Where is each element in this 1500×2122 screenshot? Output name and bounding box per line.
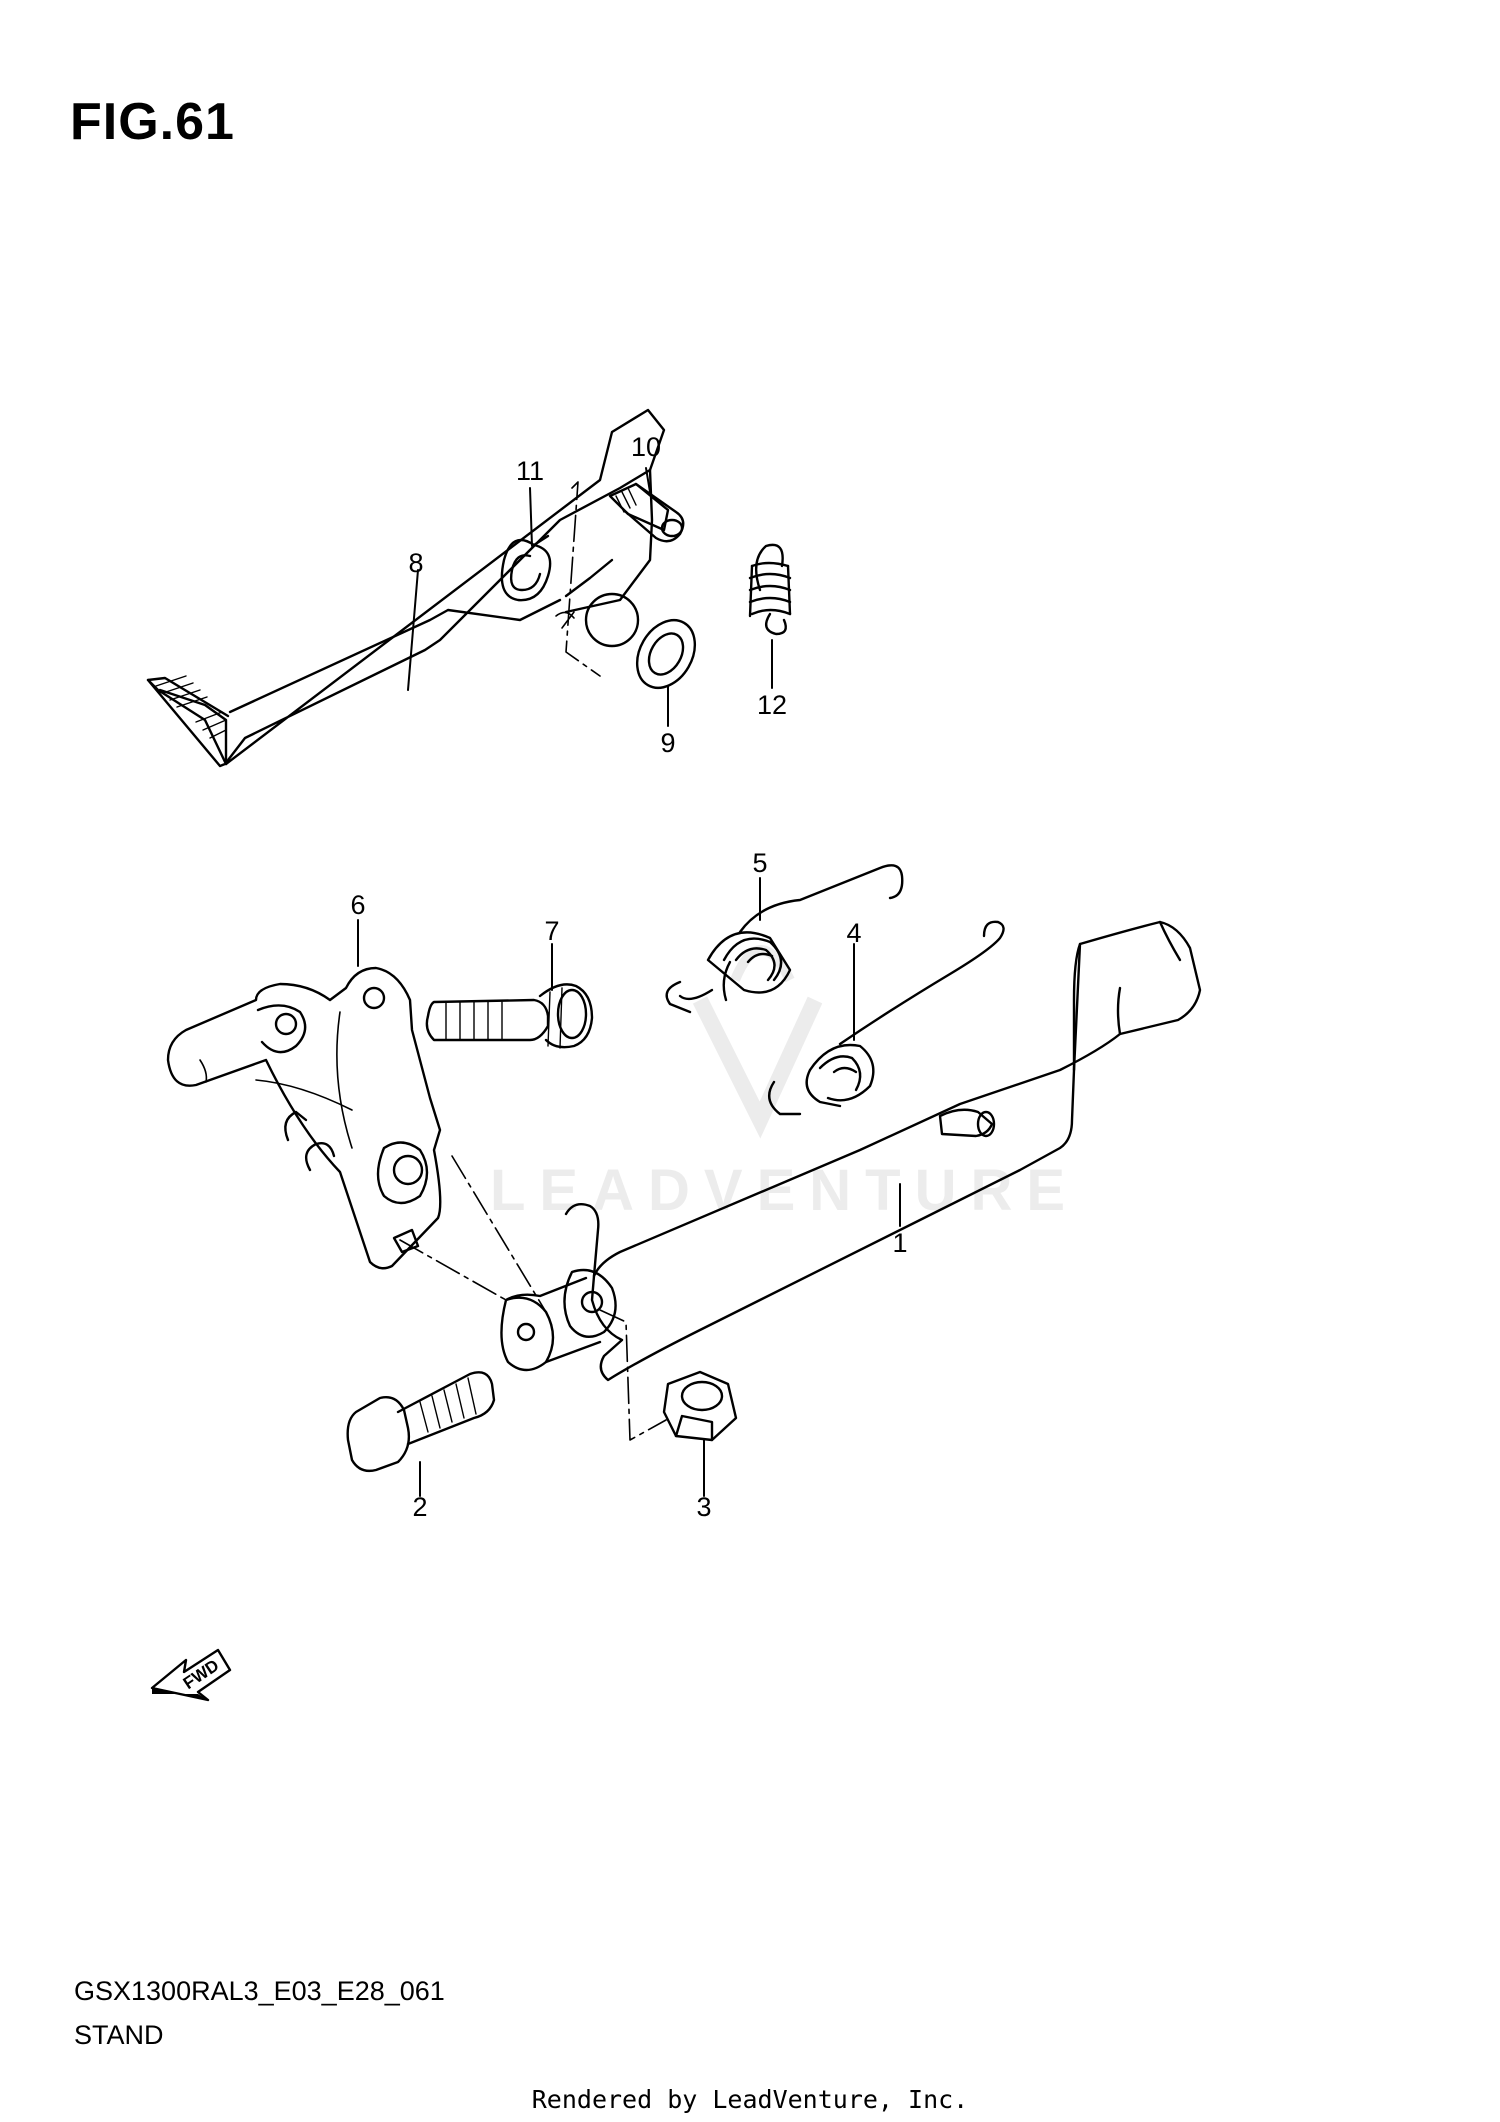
part-7-bolt xyxy=(425,983,594,1049)
callout-1: 1 xyxy=(892,1228,907,1258)
part-4-spring xyxy=(768,920,1005,1116)
callout-11: 11 xyxy=(516,456,544,486)
callout-5: 5 xyxy=(752,848,767,878)
callout-4: 4 xyxy=(846,918,861,948)
watermark: LEADVENTURE xyxy=(490,945,1079,1223)
part-10-pin xyxy=(608,482,685,543)
part-1-side-stand xyxy=(500,920,1202,1382)
part-9-washer xyxy=(635,619,697,689)
figure-code: GSX1300RAL3_E03_E28_061 xyxy=(74,1976,445,2006)
fwd-arrow-icon: FWD xyxy=(150,1648,232,1702)
assembly-guide-lines xyxy=(399,481,667,1441)
figure-caption: STAND xyxy=(74,2020,164,2050)
part-3-nut xyxy=(662,1370,738,1442)
watermark-text: LEADVENTURE xyxy=(490,1158,1079,1223)
page-title: FIG.61 xyxy=(70,93,235,151)
callout-2: 2 xyxy=(412,1492,427,1522)
part-11-clip xyxy=(500,534,552,602)
part-2-pivot-bolt xyxy=(346,1371,496,1473)
callout-leaders xyxy=(357,467,901,1497)
part-5-spring xyxy=(665,864,904,1014)
callout-10: 10 xyxy=(631,432,661,462)
part-8-lever xyxy=(146,408,666,768)
part-6-bracket xyxy=(166,966,442,1270)
callout-6: 6 xyxy=(350,890,365,920)
part-12-spring xyxy=(748,543,792,636)
footer-credit: Rendered by LeadVenture, Inc. xyxy=(531,2085,969,2114)
callout-3: 3 xyxy=(696,1492,711,1522)
callout-9: 9 xyxy=(660,728,675,758)
callout-8: 8 xyxy=(408,548,423,578)
callout-7: 7 xyxy=(544,916,559,946)
callout-12: 12 xyxy=(757,690,787,720)
